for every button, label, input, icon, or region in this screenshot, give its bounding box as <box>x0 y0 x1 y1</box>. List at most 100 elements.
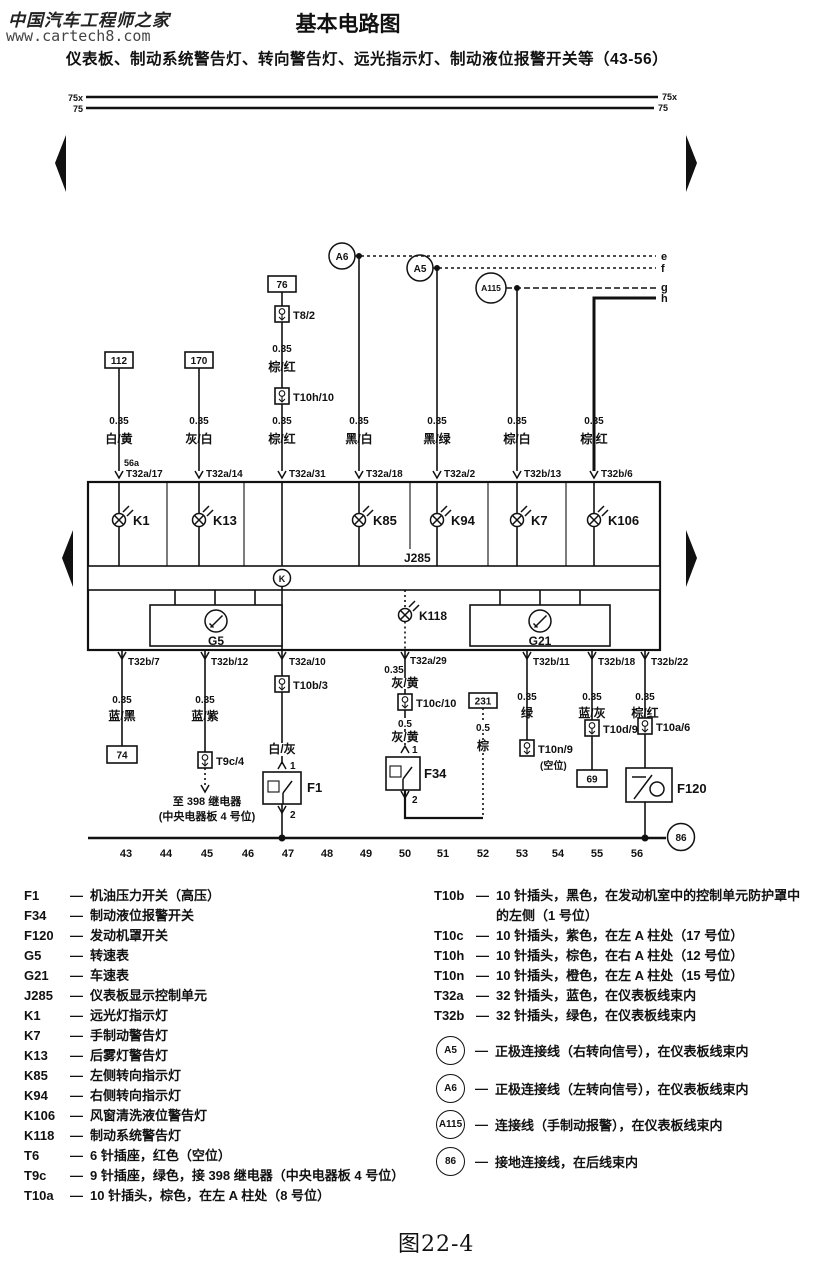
connector-icon-t10a-6 <box>637 717 653 735</box>
wire-size-label: 0.35 <box>584 416 604 427</box>
legend-circle-row-86: 86 — 接地连接线，在后线束内 <box>436 1147 796 1176</box>
wire-size-label: 0.35 <box>517 692 537 703</box>
wire-ref-69-label: 69 <box>586 775 598 786</box>
legend-row: K1—远光灯指示灯 <box>24 1008 169 1023</box>
legend-row: T6—6 针插座，红色（空位） <box>24 1148 231 1163</box>
wire-size-label: 0.35 <box>109 416 129 427</box>
lamp-label-k106: K106 <box>608 513 639 528</box>
legend-row: K106—风窗清洗液位警告灯 <box>24 1108 208 1123</box>
bottom-section: T32b/7 T32b/12 T32a/10 T32a/29 T32b/11 T… <box>88 650 707 852</box>
legend-row: T10b—10 针插头，黑色，在发动机室中的控制单元防护罩中的左侧（1 号位） <box>434 888 801 923</box>
track-numbers: 43 44 45 46 47 48 49 50 51 52 53 54 55 5… <box>120 848 643 860</box>
figure-caption: 图22-4 <box>398 1232 475 1257</box>
wire-size-label: 0.35 <box>189 416 209 427</box>
lamp-icon-k13 <box>191 505 214 528</box>
wire-size-label: 0.35 <box>582 692 602 703</box>
legend-row: J285—仪表板显示控制单元 <box>24 988 208 1003</box>
legend-row: K7—手制动警告灯 <box>24 1028 169 1043</box>
display-symbol-k: K <box>279 574 286 584</box>
switch-icon-f1 <box>262 771 302 805</box>
legend-circle-row-a5: A5 — 正极连接线（右转向信号），在仪表板线束内 <box>436 1036 796 1065</box>
connector-label-t10b-3: T10b/3 <box>293 680 328 692</box>
display-band <box>87 565 661 591</box>
junction-circle-a115-legend: A115 <box>436 1110 465 1139</box>
junction-label-a6: A6 <box>336 252 349 263</box>
ground-circle-86 <box>666 822 696 852</box>
pin-label: T32a/14 <box>206 469 243 480</box>
relay-note-line2: (中央电器板 4 号位) <box>159 809 256 823</box>
wire-color-label: 蓝/灰 <box>578 705 605 720</box>
wire-ref-112-label: 112 <box>111 356 128 367</box>
pin-label: T32a/31 <box>289 469 326 480</box>
wire-color-label: 黑/绿 <box>423 431 451 446</box>
connector-icon-t8-2 <box>274 305 290 323</box>
edge-letter-f: f <box>661 263 665 275</box>
switch-label-f120: F120 <box>677 781 707 796</box>
wire-size-label: 0.35 <box>507 416 527 427</box>
lamp-icon-k94 <box>429 505 452 528</box>
wire-size-label: 0.5 <box>476 723 490 734</box>
legend-row: F1—机油压力开关（高压） <box>24 888 221 903</box>
edge-letter-h: h <box>661 293 668 305</box>
wire-size-label: 0.35 <box>272 344 292 355</box>
gauge-label-g21: G21 <box>529 634 552 648</box>
pin-label: T32b/18 <box>598 657 636 668</box>
legend-row: F34—制动液位报警开关 <box>24 908 195 923</box>
track-number: 45 <box>201 848 213 860</box>
legend-left-column: F1—机油压力开关（高压） F34—制动液位报警开关 F120—发动机罩开关 G… <box>24 886 414 1206</box>
instrument-cluster-unit: K1 K13 K85 K94 K7 K106 J285 K <box>86 480 662 652</box>
page-continuation-arrows <box>55 135 697 587</box>
watermark-site-name: 中国汽车工程师之家 <box>8 11 170 31</box>
track-number: 48 <box>321 848 333 860</box>
switch-pin-1: 1 <box>412 745 418 756</box>
wire-ref-box-74 <box>106 745 138 764</box>
connector-icon-t10c-10 <box>397 693 413 711</box>
page-title: 基本电路图 <box>295 13 401 36</box>
empty-position-note: (空位) <box>540 759 567 772</box>
pin-label: T32a/17 <box>126 469 163 480</box>
pin-label: T32a/18 <box>366 469 403 480</box>
wire-size-label: 0.35 <box>349 416 369 427</box>
relay-note-line1: 至 398 继电器 <box>173 794 242 808</box>
wire-ref-box-69 <box>576 769 608 788</box>
wire-ref-76-label: 76 <box>276 280 288 291</box>
legend-row: K94—右侧转向指示灯 <box>24 1088 182 1103</box>
power-rails: 75x 75x 75 75 <box>68 92 677 114</box>
legend-row: T32b—32 针插头，绿色，在仪表板线束内 <box>434 1008 697 1023</box>
page-arrow-left-top <box>55 135 66 192</box>
legend-row: T10n—10 针插头，橙色，在左 A 柱处（15 号位） <box>434 968 744 983</box>
pin-label: T32b/22 <box>651 657 689 668</box>
wire-color-label: 棕/红 <box>579 431 607 446</box>
rail-label-75-left: 75 <box>73 104 83 114</box>
wire-color-label: 灰/黄 <box>391 729 418 744</box>
connector-label-t10a-6: T10a/6 <box>656 722 690 734</box>
connector-icon-t10d-9 <box>584 719 600 737</box>
wire-color-label: 蓝/紫 <box>191 708 218 723</box>
connector-label-t10n-9: T10n/9 <box>538 744 573 756</box>
track-number: 50 <box>399 848 411 860</box>
legend-circle-row-a115: A115 — 连接线（手制动报警），在仪表板线束内 <box>436 1110 796 1139</box>
wire-ref-74-label: 74 <box>116 751 128 762</box>
legend-row: T10h—10 针插头，棕色，在右 A 柱处（12 号位） <box>434 948 744 963</box>
switch-pin-2: 2 <box>412 795 418 806</box>
track-number: 54 <box>552 848 565 860</box>
legend-row: F120—发动机罩开关 <box>24 928 169 943</box>
speedometer-box-g21 <box>469 604 611 647</box>
pin-label: T32a/2 <box>444 469 476 480</box>
connector-label-t10c-10: T10c/10 <box>416 698 456 710</box>
connector-icon-t10b-3 <box>274 675 290 693</box>
wire-color-label: 棕/红 <box>267 359 295 374</box>
connector-icon-t9c-4 <box>197 751 213 769</box>
lamp-icon-k106 <box>586 505 609 528</box>
switch-label-f1: F1 <box>307 780 322 795</box>
top-feeds: 112 170 76 T8/2 0.35 棕/红 T10h/10 A6 e A5 <box>104 242 668 471</box>
lamp-icon-k118 <box>397 600 420 623</box>
wire-circuit-label-56a: 56a <box>124 458 140 468</box>
track-number: 44 <box>160 848 173 860</box>
lamp-label-k94: K94 <box>451 513 476 528</box>
tachometer-box-g5 <box>149 604 283 647</box>
ground-circle-86-legend: 86 <box>436 1147 465 1176</box>
pin-label: T32a/10 <box>289 657 326 668</box>
lamp-label-k7: K7 <box>531 513 548 528</box>
